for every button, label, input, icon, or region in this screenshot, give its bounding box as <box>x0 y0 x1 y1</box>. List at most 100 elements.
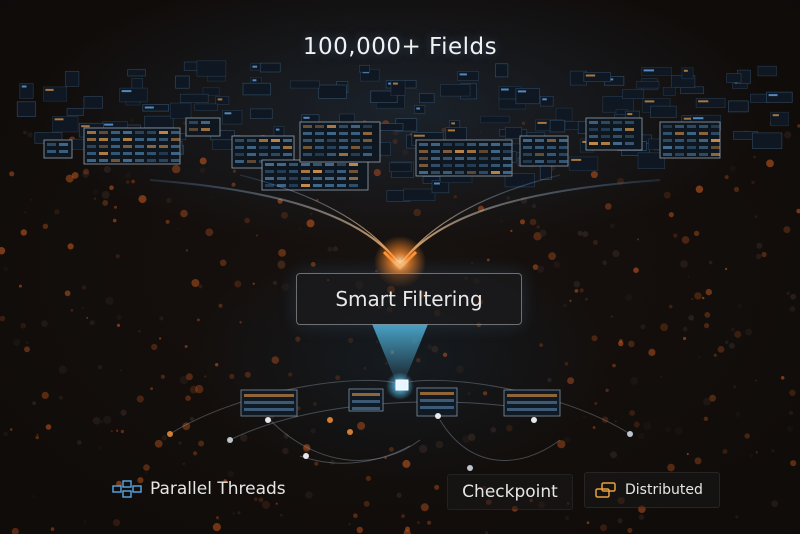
bokeh-dot <box>728 342 735 349</box>
bokeh-dot <box>179 376 188 384</box>
bokeh-dot <box>272 280 277 285</box>
feature-distributed: Distributed <box>584 472 720 508</box>
thread-panel <box>416 387 458 417</box>
bokeh-dot <box>790 293 797 300</box>
field-panel <box>66 108 84 116</box>
bokeh-dot <box>229 373 235 379</box>
bokeh-dot <box>112 519 121 527</box>
field-panel <box>422 176 440 184</box>
field-panel <box>202 87 220 96</box>
bokeh-dot <box>761 251 767 258</box>
bokeh-dot <box>717 346 725 353</box>
distributed-label: Distributed <box>625 482 703 498</box>
bokeh-dot <box>365 475 371 481</box>
bokeh-dot <box>592 239 599 245</box>
bokeh-dot <box>89 320 95 326</box>
bokeh-dot <box>683 336 687 341</box>
smart-filtering-label: Smart Filtering <box>335 287 483 311</box>
bokeh-dot <box>577 230 583 236</box>
bokeh-dot <box>281 211 288 219</box>
distributed-icon <box>595 481 617 499</box>
bokeh-dot <box>419 444 428 453</box>
bokeh-dot <box>357 421 366 430</box>
bokeh-dot <box>215 363 219 367</box>
bokeh-dot <box>191 279 200 287</box>
bokeh-dot <box>165 219 170 224</box>
bokeh-dot <box>31 494 35 498</box>
feature-checkpoint: Checkpoint <box>447 474 573 510</box>
bokeh-dot <box>660 323 668 332</box>
bokeh-dot <box>182 422 191 431</box>
bokeh-dot <box>35 435 39 440</box>
bokeh-dot <box>638 514 645 520</box>
parallel-threads-icon <box>112 479 142 499</box>
bokeh-dot <box>627 527 633 533</box>
bokeh-dot <box>226 442 229 445</box>
field-panel <box>757 65 777 77</box>
bokeh-dot <box>567 377 575 385</box>
bokeh-dot <box>189 416 195 422</box>
field-panel-large <box>185 117 221 137</box>
thread-panel <box>348 388 384 412</box>
bokeh-dot <box>306 219 315 228</box>
bokeh-dot <box>704 323 710 329</box>
bokeh-dot <box>796 208 800 214</box>
bokeh-dot <box>703 416 709 421</box>
field-panel <box>621 89 644 99</box>
bokeh-dot <box>605 203 612 210</box>
bokeh-dot <box>531 203 537 209</box>
bokeh-dot <box>120 409 127 416</box>
field-panel <box>175 75 190 89</box>
bokeh-dot <box>252 282 255 285</box>
bokeh-dot <box>638 432 645 440</box>
bokeh-dot <box>24 211 27 214</box>
bokeh-dot <box>296 406 301 411</box>
bokeh-dot <box>592 426 596 429</box>
bokeh-dot <box>363 366 367 370</box>
bokeh-dot <box>490 427 497 433</box>
bokeh-dot <box>115 254 120 259</box>
bokeh-dot <box>730 327 735 332</box>
bokeh-dot <box>610 451 618 459</box>
bokeh-dot <box>244 371 251 378</box>
bokeh-dot <box>103 165 111 173</box>
field-panel <box>568 156 599 171</box>
bokeh-dot <box>648 348 656 356</box>
bokeh-dot <box>574 289 579 293</box>
bokeh-dot <box>23 130 27 135</box>
bokeh-dot <box>753 155 756 159</box>
bokeh-dot <box>617 518 623 524</box>
filter-beam <box>372 324 428 382</box>
network-link <box>399 379 631 435</box>
bokeh-dot <box>64 290 71 297</box>
bokeh-dot <box>705 288 712 296</box>
bokeh-dot <box>114 205 117 209</box>
smart-filtering-box: Smart Filtering <box>296 273 522 325</box>
network-link <box>169 379 401 435</box>
bokeh-dot <box>86 316 89 319</box>
bokeh-dot <box>9 171 15 177</box>
bokeh-dot <box>218 303 223 308</box>
bokeh-dot <box>609 223 615 229</box>
bokeh-dot <box>9 428 13 431</box>
bokeh-dot <box>70 308 74 312</box>
bokeh-dot <box>780 376 785 380</box>
bokeh-dot <box>151 343 158 351</box>
bokeh-dot <box>131 179 136 184</box>
bokeh-dot <box>754 215 758 219</box>
bokeh-dot <box>467 392 471 395</box>
bokeh-dot <box>733 186 740 192</box>
bokeh-dot <box>219 259 227 267</box>
bokeh-dot <box>65 174 74 183</box>
bokeh-dot <box>271 356 280 364</box>
bokeh-dot <box>282 447 289 455</box>
bokeh-dot <box>103 415 112 424</box>
field-panel <box>180 93 209 103</box>
bokeh-dot <box>402 459 411 468</box>
field-panel-large <box>299 121 381 163</box>
field-panel-large <box>415 139 513 177</box>
thread-panel <box>503 389 561 417</box>
bokeh-dot <box>673 233 678 238</box>
bokeh-dot <box>749 453 754 458</box>
bokeh-dot <box>102 200 109 206</box>
